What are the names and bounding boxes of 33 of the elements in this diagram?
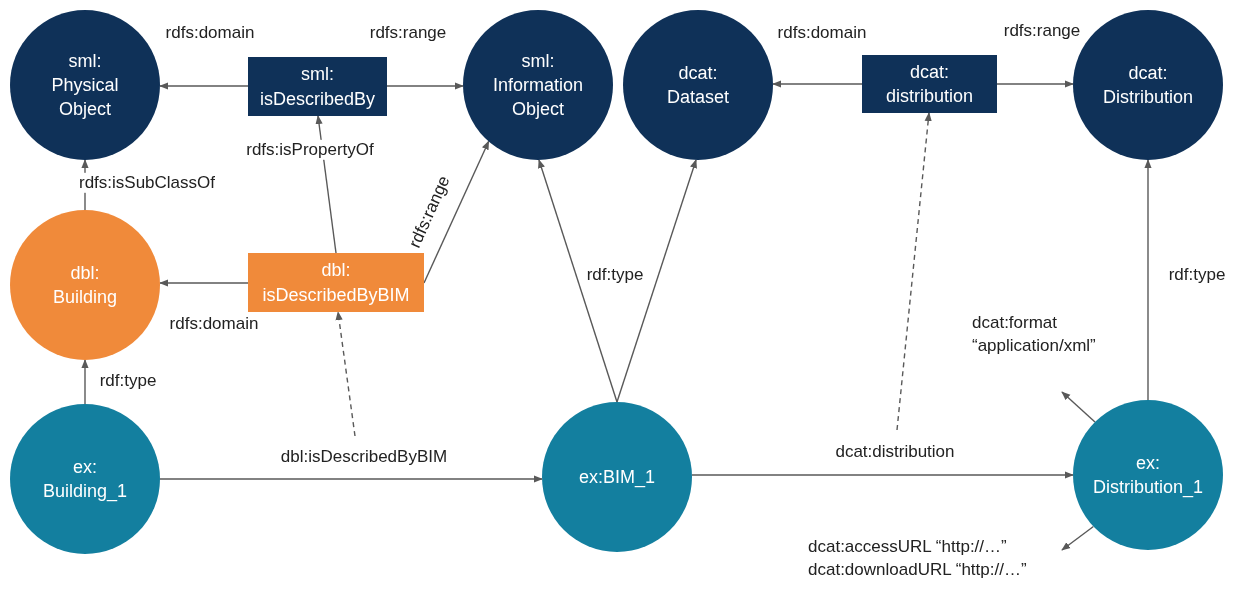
node-label: sml: Information Object [491, 49, 584, 122]
arrow [1061, 391, 1096, 423]
node-label: dbl: Building [51, 261, 118, 309]
node-label: dcat: Distribution [1101, 61, 1194, 109]
property-box [248, 57, 387, 116]
arrow [159, 82, 249, 90]
arrow [386, 82, 464, 90]
arrow [159, 475, 543, 483]
node-label: ex:BIM_1 [577, 465, 656, 490]
node-label: dbl: isDescribedByBIM [261, 259, 411, 307]
arrow [538, 159, 618, 403]
arrow [616, 159, 697, 403]
annotation-text: dcat:accessURL “http://…” dcat:downloadURL “http://…” [808, 536, 1028, 581]
arrow [81, 359, 89, 405]
arrow [772, 80, 863, 88]
arrow [691, 471, 1074, 479]
dashed-arrow [896, 112, 932, 431]
node-label: ex: Building_1 [41, 455, 129, 504]
edge-label: rdfs:isSubClassOf [77, 172, 217, 194]
property-box [862, 55, 997, 113]
arrow [1061, 525, 1095, 551]
arrow [996, 80, 1074, 88]
edge-label: rdfs:isPropertyOf [244, 139, 376, 161]
arrow [1144, 159, 1152, 401]
annotation-text: dcat:format “application/xml” [972, 312, 1097, 357]
property-box [248, 253, 424, 312]
arrow [159, 279, 249, 287]
node-label: sml: isDescribedBy [258, 63, 376, 111]
node-label: dcat: Dataset [665, 61, 730, 109]
dashed-arrow [335, 311, 356, 437]
node-label: dcat: distribution [884, 60, 974, 108]
node-label: sml: Physical Object [50, 49, 120, 122]
node-label: ex: Distribution_1 [1091, 451, 1205, 500]
